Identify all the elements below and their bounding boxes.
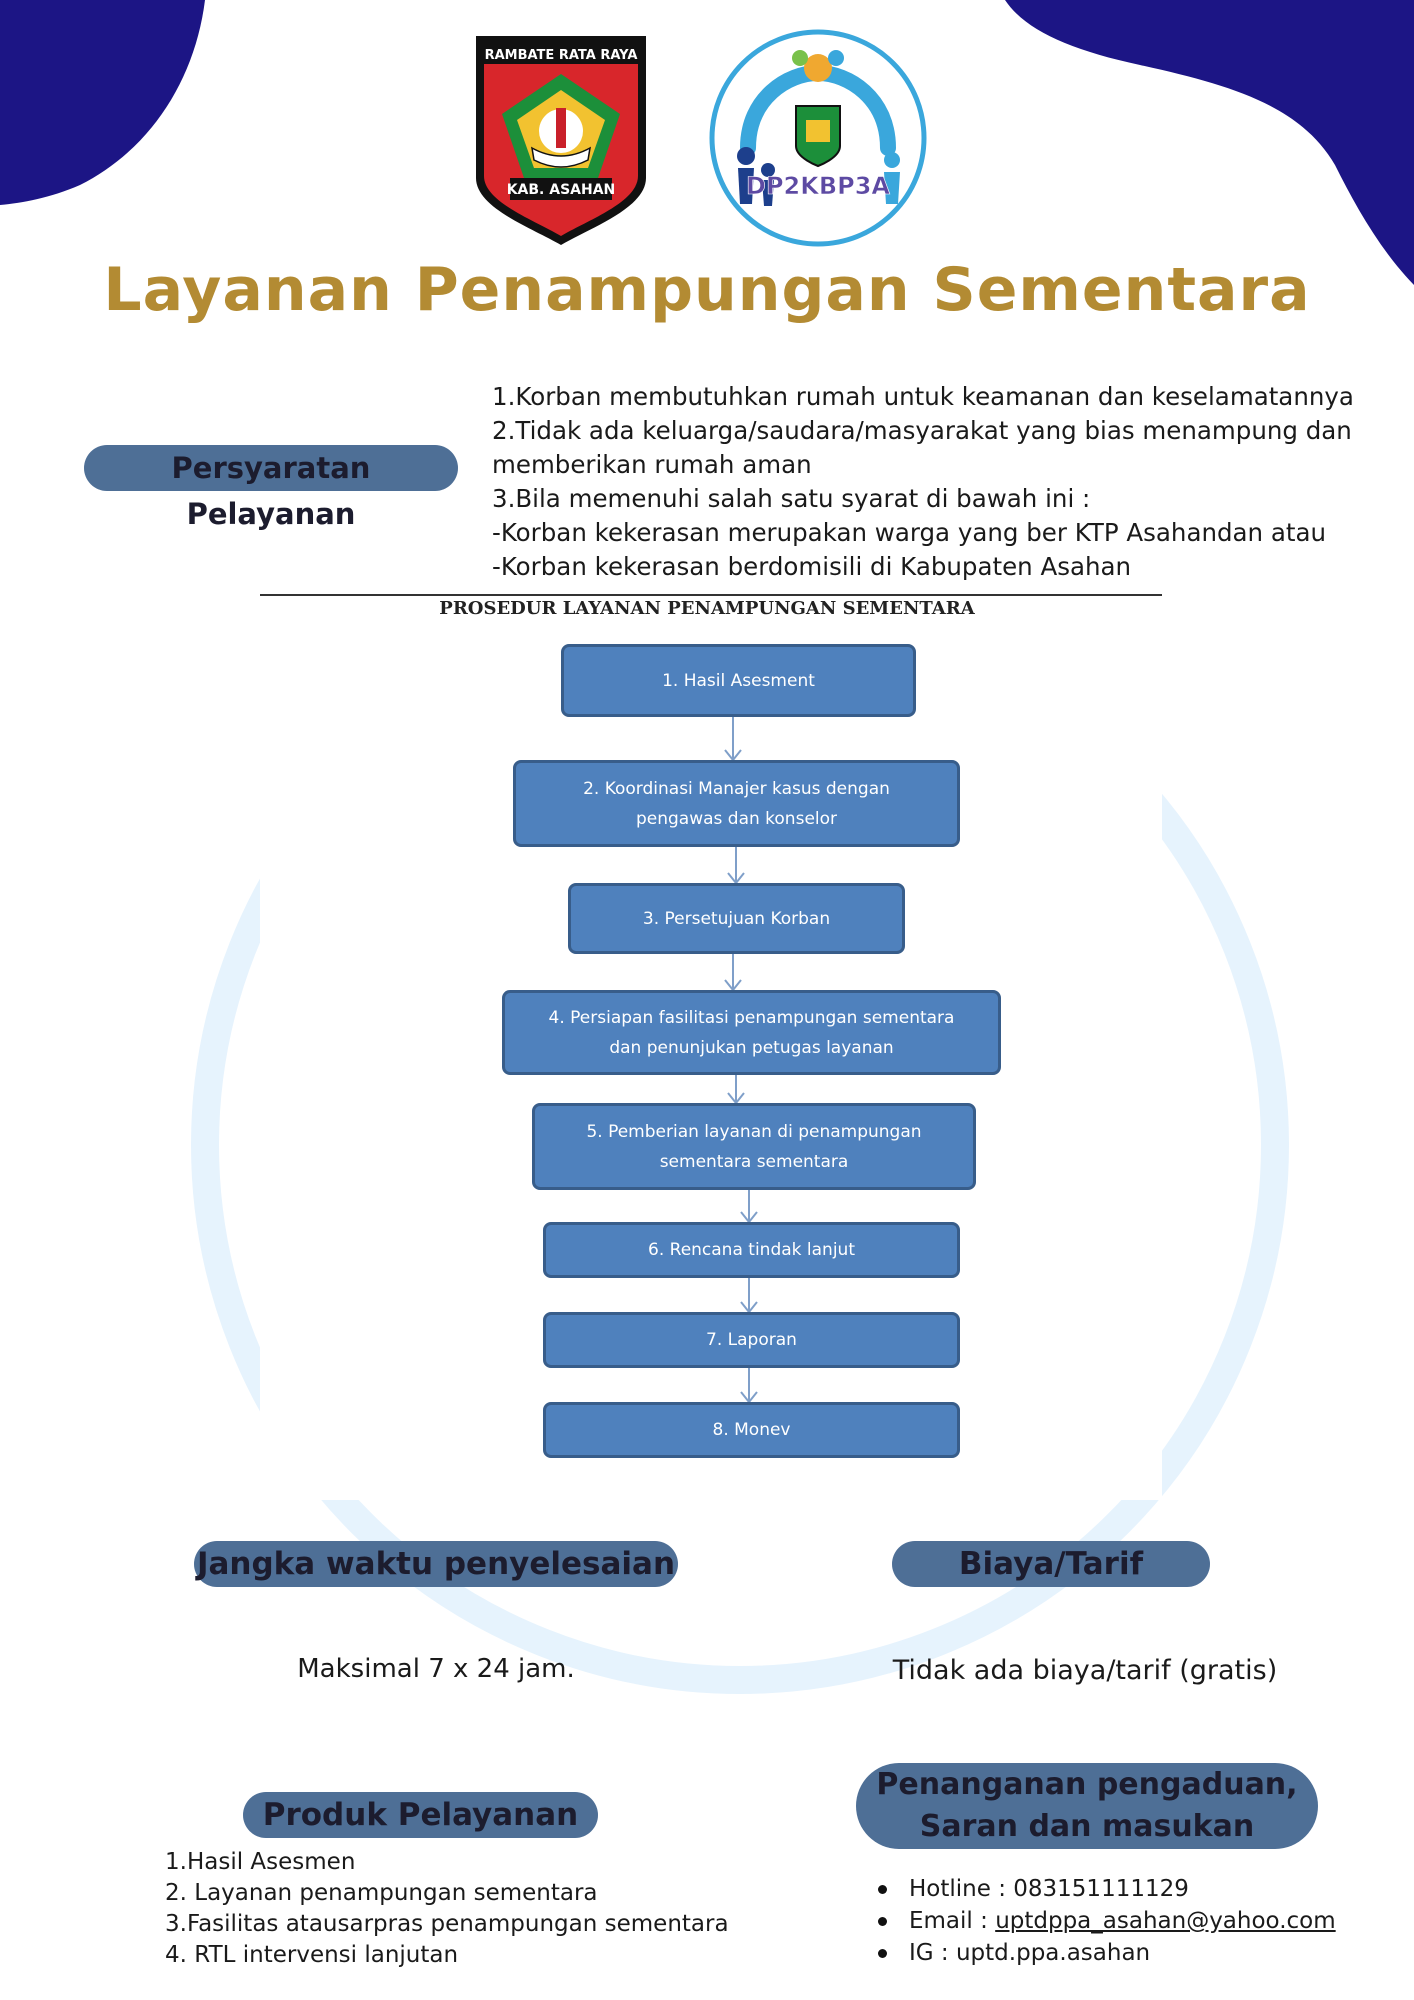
products-label: Produk Pelayanan	[243, 1792, 598, 1838]
step-line: 6. Rencana tindak lanjut	[648, 1240, 855, 1260]
corner-blob-top-right	[1005, 0, 1414, 285]
list-item: 4. RTL intervensi lanjutan	[165, 1942, 459, 1968]
requirements-text: 1.Korban membutuhkan rumah untuk keamana…	[492, 380, 1372, 584]
complaints-label-line1: Penanganan pengaduan,	[876, 1767, 1298, 1802]
divider-line	[260, 594, 1162, 596]
step-line: sementara sementara	[659, 1151, 849, 1172]
hotline-label: Hotline :	[909, 1876, 1014, 1902]
step-line: 1. Hasil Asesment	[662, 670, 815, 691]
regency-logo: RAMBATE RATA RAYA KAB. ASAHAN	[476, 36, 646, 245]
list-item: 3.Fasilitas atausarpras penampungan seme…	[165, 1911, 729, 1937]
requirement-line: 3.Bila memenuhi salah satu syarat di baw…	[492, 484, 1091, 513]
hotline-number: 083151111129	[1013, 1876, 1189, 1902]
products-list: 1.Hasil Asesmen 2. Layanan penampungan s…	[165, 1847, 785, 1971]
cost-label: Biaya/Tarif	[892, 1541, 1210, 1587]
procedure-step-8: 8. Monev	[543, 1402, 960, 1458]
requirement-line: 1.Korban membutuhkan rumah untuk keamana…	[492, 382, 1354, 411]
requirements-label: Persyaratan Pelayanan	[84, 445, 458, 531]
requirement-line: memberikan rumah aman	[492, 450, 812, 479]
procedure-step-2: 2. Koordinasi Manajer kasus dengan penga…	[513, 760, 960, 847]
step-line: 8. Monev	[712, 1420, 791, 1440]
step-line: pengawas dan konselor	[635, 808, 838, 829]
step-line: 4. Persiapan fasilitasi penampungan seme…	[548, 1007, 955, 1028]
complaints-label-line2: Saran dan masukan	[919, 1809, 1255, 1844]
procedure-step-5: 5. Pemberian layanan di penampungan seme…	[532, 1103, 976, 1190]
email-label: Email :	[909, 1908, 996, 1934]
cost-text: Tidak ada biaya/tarif (gratis)	[892, 1655, 1278, 1686]
list-item: 2. Layanan penampungan sementara	[165, 1880, 598, 1906]
requirement-line: -Korban kekerasan berdomisili di Kabupat…	[492, 552, 1132, 581]
step-line: 2. Koordinasi Manajer kasus dengan	[583, 778, 890, 799]
requirement-line: 2.Tidak ada keluarga/saudara/masyarakat …	[492, 416, 1352, 445]
page-title: Layanan Penampungan Sementara	[103, 255, 1311, 325]
contact-list: Hotline : 083151111129 Email : uptdppa_a…	[878, 1873, 1348, 1969]
bullet-icon	[878, 1916, 887, 1926]
corner-blob-top-left	[0, 0, 205, 205]
email-link[interactable]: uptdppa_asahan@yahoo.com	[995, 1908, 1336, 1934]
ig-handle: uptd.ppa.asahan	[955, 1940, 1151, 1966]
procedure-step-3: 3. Persetujuan Korban	[568, 883, 905, 954]
procedure-step-7: 7. Laporan	[543, 1312, 960, 1368]
list-item: 1.Hasil Asesmen	[165, 1849, 356, 1875]
ig-label: IG :	[909, 1940, 956, 1966]
agency-logo: DP2KBP3A	[709, 29, 927, 247]
duration-label: Jangka waktu penyelesaian	[194, 1541, 678, 1587]
procedure-step-4: 4. Persiapan fasilitasi penampungan seme…	[502, 990, 1001, 1075]
bullet-icon	[878, 1884, 887, 1894]
svg-text:RAMBATE RATA RAYA: RAMBATE RATA RAYA	[485, 48, 638, 63]
step-line: 5. Pemberian layanan di penampungan	[586, 1121, 922, 1142]
step-line: dan penunjukan petugas layanan	[609, 1037, 894, 1058]
bullet-icon	[878, 1948, 887, 1958]
contact-instagram: IG : uptd.ppa.asahan	[878, 1937, 1348, 1969]
svg-text:DP2KBP3A: DP2KBP3A	[746, 172, 890, 200]
step-line: 7. Laporan	[706, 1330, 797, 1350]
svg-text:KAB. ASAHAN: KAB. ASAHAN	[507, 182, 616, 198]
procedure-step-6: 6. Rencana tindak lanjut	[543, 1222, 960, 1278]
duration-text: Maksimal 7 x 24 jam.	[297, 1654, 575, 1684]
procedure-title: PROSEDUR LAYANAN PENAMPUNGAN SEMENTARA	[439, 598, 975, 619]
requirement-line: -Korban kekerasan merupakan warga yang b…	[492, 518, 1327, 547]
contact-email: Email : uptdppa_asahan@yahoo.com	[878, 1905, 1348, 1937]
procedure-step-1: 1. Hasil Asesment	[561, 644, 916, 717]
contact-hotline: Hotline : 083151111129	[878, 1873, 1348, 1905]
complaints-label: Penanganan pengaduan, Saran dan masukan	[856, 1763, 1318, 1849]
step-line: 3. Persetujuan Korban	[642, 908, 831, 929]
